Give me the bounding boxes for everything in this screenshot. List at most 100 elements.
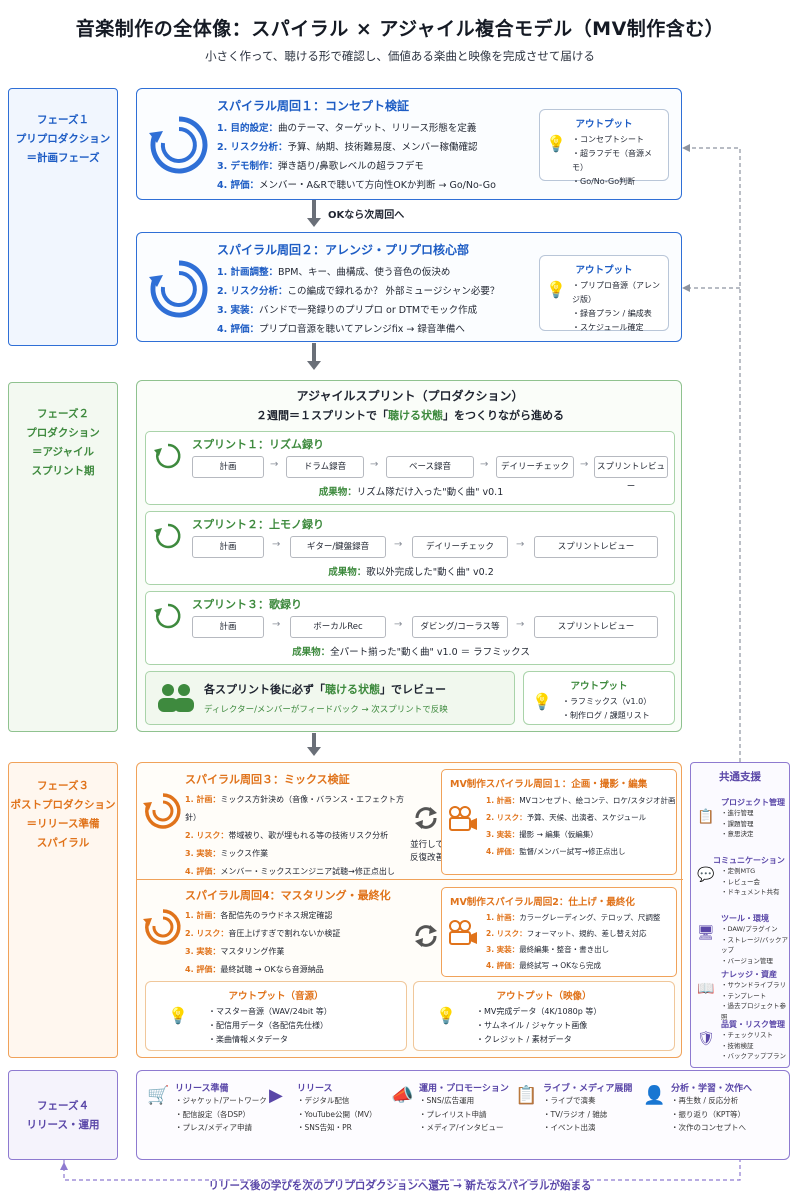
sprint-step-box: 計画 [192,616,264,638]
arrow-right-icon: → [394,539,403,550]
spiral-2-steps: 1. 計画調整：BPM、キー、曲構成、使う音色の仮決め 2. リスク分析：この編… [217,263,547,339]
sprint-step-box: デイリーチェック [496,456,574,478]
sprint-step-box: デイリーチェック [412,536,508,558]
sprint-1-title: スプリント１：リズム録り [192,438,324,451]
spiral-cycle-icon [149,116,208,174]
support-knowledge: 📖 ナレッジ・資産 ・サウンドライブラリ・テンプレート・過去プロジェクト参照 [697,970,786,1021]
support-tools: 🖥 ツール・環境 ・DAW/プラグイン・ストレージ/バックアップ・バージョン管理 [697,914,789,965]
step: 3. 実装：最終編集・整音・書き出し [486,945,610,954]
chat-bubble-icon: 💬 [697,867,715,883]
phase-2-line4: スプリント期 [31,465,95,477]
step: 1. 計画調整：BPM、キー、曲構成、使う音色の仮決め [217,267,451,278]
step: 2. リスク：音圧上げすぎで割れないか検証 [185,929,341,938]
phase-1-line1: フェーズ１ [37,114,89,126]
phase-2-label: フェーズ２ プロダクション ＝アジャイル スプリント期 [8,382,118,732]
output-item: ・楽曲情報メタデータ [208,1035,288,1044]
arrow-right-icon: → [480,459,489,470]
step: 2. リスク：帯域被り、歌が埋もれる等の技術リスク分析 [185,831,389,840]
page-subtitle: 小さく作って、聴ける形で確認し、価値ある楽曲と映像を完成させて届ける [205,49,595,63]
spiral-cycle-icon [149,260,208,318]
output-video: アウトプット（映像） 💡 ・MV完成データ（4K/1080p 等） ・サムネイル… [413,981,675,1051]
arrow-right-icon: → [516,539,525,550]
spiral-1-output: アウトプット 💡 ・コンセプトシート ・超ラフデモ（音源メモ） ・Go/No-G… [539,109,669,186]
sprint-step-box: 計画 [192,456,264,478]
arrow-right-icon: → [394,619,403,630]
step: 3. 実装：ミックス作業 [185,849,269,858]
arrow-right-icon: → [516,619,525,630]
spiral-4-title: スパイラル周回4：マスタリング・最終化 [185,889,391,902]
phase-4-line1: フェーズ４ [37,1100,89,1112]
spiral-1-card: スパイラル周回１：コンセプト検証 1. 目的設定：曲のテーマ、ターゲット、リリー… [136,88,682,200]
agile-subtitle: ２週間＝１スプリントで「聴ける状態」をつくりながら進める [256,409,564,422]
output-item: ・MV完成データ（4K/1080p 等） [476,1007,602,1016]
arrow-right-icon: → [270,459,279,470]
mv-1-title: MV制作スパイラル周回１：企画・撮影・編集 [450,779,648,790]
clipboard-check-icon: 📋 [515,1085,538,1106]
sprint-step-box: スプリントレビュー [594,456,668,492]
output-heading: アウトプット [575,265,633,276]
cycle-icon [154,523,181,549]
shopping-cart-icon: 🛒 [147,1085,170,1106]
step: 2. リスク：フォーマット、規約、差し替え対応 [486,929,647,938]
sprint-3: スプリント３：歌録り 計画 → ボーカルRec → ダビング/コーラス等 → ス… [145,591,675,665]
sprint-step-box: スプリントレビュー [534,536,658,558]
sprint-2: スプリント２：上モノ録り 計画 → ギター/鍵盤録音 → デイリーチェック → … [145,511,675,585]
step: 3. 実装：撮影 → 編集（仮編集） [486,830,598,839]
output-item: ・配信用データ（各配信先仕様） [208,1021,328,1030]
common-support-title: 共通支援 [719,771,761,783]
mv-2-steps: 1. 計画：カラーグレーディング、テロップ、尺調整 2. リスク：フォーマット、… [486,910,676,974]
spiral-2-card: スパイラル周回２：アレンジ・プリプロ核心部 1. 計画調整：BPM、キー、曲構成… [136,232,682,342]
output-heading: アウトプット [570,681,628,692]
team-members-icon [158,684,194,712]
step: 4. 評価：監督/メンバー試写→修正点出し [486,847,626,856]
output-item: ・録音プラン / 編成表 [572,309,652,318]
review-title: 各スプリント後に必ず「聴ける状態」でレビュー [204,683,446,696]
step: 3. 実装：マスタリング作業 [185,947,285,956]
step: 1. 計画：カラーグレーディング、テロップ、尺調整 [486,913,661,922]
phase-1-line2: プリプロダクション [15,133,111,145]
output-heading: アウトプット [575,119,633,130]
output-item: ・制作ログ / 課題リスト [562,711,650,720]
agile-output: アウトプット 💡 ・ラフミックス（v1.0） ・制作ログ / 課題リスト [523,671,675,725]
flow-arrow-head [307,218,321,227]
sprint-1: スプリント１：リズム録り 計画 → ドラム録音 → ベース録音 → デイリーチェ… [145,431,675,505]
sprint-step-box: ボーカルRec [290,616,386,638]
phase-2-line3: ＝アジャイル [31,446,95,458]
step: 2. リスク：予算、天候、出演者、スケジュール [486,813,647,822]
flow-arrow-head [307,747,321,756]
clipboard-icon: 📋 [697,809,715,825]
review-subtitle: ディレクター/メンバーがフィードバック → 次スプリントで反映 [204,705,448,715]
output-item: ・サムネイル / ジャケット画像 [476,1021,588,1030]
phase-3-line2: ポストプロダクション [10,799,116,811]
sprint-step-box: 計画 [192,536,264,558]
step: 1. 計画：MVコンセプト、絵コンテ、ロケ/スタジオ計画 [486,796,676,805]
phase-4-label: フェーズ４ リリース・運用 [8,1070,118,1160]
mv-1-steps: 1. 計画：MVコンセプト、絵コンテ、ロケ/スタジオ計画 2. リスク：予算、天… [486,792,676,860]
analysis-column: 👤 分析・学習・次作へ ・再生数 / 反応分析・振り返り（KPT等）・次作のコン… [643,1084,753,1132]
phase-1-label: フェーズ１ プリプロダクション ＝計画フェーズ [8,88,118,346]
step: 3. 実装：バンドで一発録りのプリプロ or DTMでモック作成 [217,305,478,316]
flow-arrow-line [312,200,316,218]
sprint-2-deliverable: 成果物：歌以外完成した"動く曲" v0.2 [328,567,494,578]
release-operations-block: 🛒 リリース準備 ・ジャケット/アートワーク・配信設定（各DSP）・プレス/メデ… [136,1070,790,1160]
step: 4. 評価：メンバー・A&Rで聴いて方向性OKか判断 → Go/No-Go [217,180,496,191]
step: 4. 評価：最終試聴 → OKなら音源納品 [185,965,324,974]
arrow-right-icon: → [272,539,281,550]
monitor-icon: 🖥 [697,925,715,941]
output-item: ・マスター音源（WAV/24bit 等） [208,1007,332,1016]
cycle-icon [154,603,181,629]
step: 1. 計画：各配信先のラウドネス規定確認 [185,911,333,920]
book-icon: 📖 [697,981,715,997]
arrow-right-icon: → [370,459,379,470]
arrow-1-label: OKなら次周回へ [328,210,405,221]
promotion-column: 📣 運用・プロモーション ・SNS/広告運用・プレイリスト申請・メディア/インタ… [391,1084,509,1132]
output-item: ・超ラフデモ（音源メモ） [572,149,652,172]
post-production-block: スパイラル周回３：ミックス検証 1. 計画：ミックス方針決め（音像・バランス・エ… [136,762,683,1058]
sprint-2-title: スプリント２：上モノ録り [192,518,324,531]
sync-arrows-icon [415,807,437,829]
sprint-3-deliverable: 成果物：全パート揃った"動く曲" v1.0 ＝ ラフミックス [292,647,530,658]
lightbulb-icon: 💡 [436,1006,456,1025]
sprint-step-box: ベース録音 [386,456,474,478]
output-heading: アウトプット（音源） [228,991,324,1002]
divider [137,879,683,880]
